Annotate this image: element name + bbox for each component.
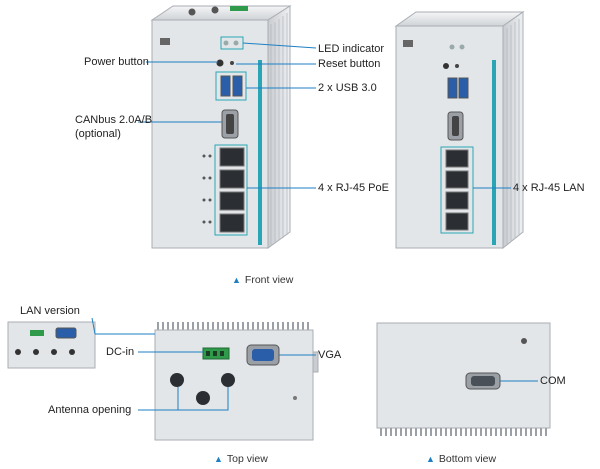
dc-in-label: DC-in [106,346,135,358]
front-device-lan [394,11,525,250]
vga-label: VGA [318,349,342,361]
reset-button-label: Reset button [318,58,381,70]
lan-version-label: LAN version [20,305,80,317]
bottom-view-caption: ▲Bottom view [426,453,497,465]
top-view-caption: ▲Top view [214,453,268,465]
antenna-opening-label: Antenna opening [48,404,132,416]
front-view-caption: ▲Front view [232,274,294,286]
front-device-poe [150,5,292,249]
canbus-label-line1: CANbus 2.0A/B [75,114,153,126]
triangle-up-icon: ▲ [426,454,435,464]
power-button-label: Power button [84,56,149,68]
triangle-up-icon: ▲ [232,275,241,285]
callout-lines [91,42,538,411]
com-label: COM [540,375,566,387]
lan-version-panel [7,321,96,369]
led-indicator-label: LED indicator [318,43,385,55]
triangle-up-icon: ▲ [214,454,223,464]
rj45-lan-label: 4 x RJ-45 LAN [513,182,585,194]
usb-label: 2 x USB 3.0 [318,82,377,94]
rj45-poe-label: 4 x RJ-45 PoE [318,182,389,194]
canbus-label-line2: (optional) [75,128,121,140]
top-view-device [154,322,319,441]
bottom-view-device [376,322,551,436]
